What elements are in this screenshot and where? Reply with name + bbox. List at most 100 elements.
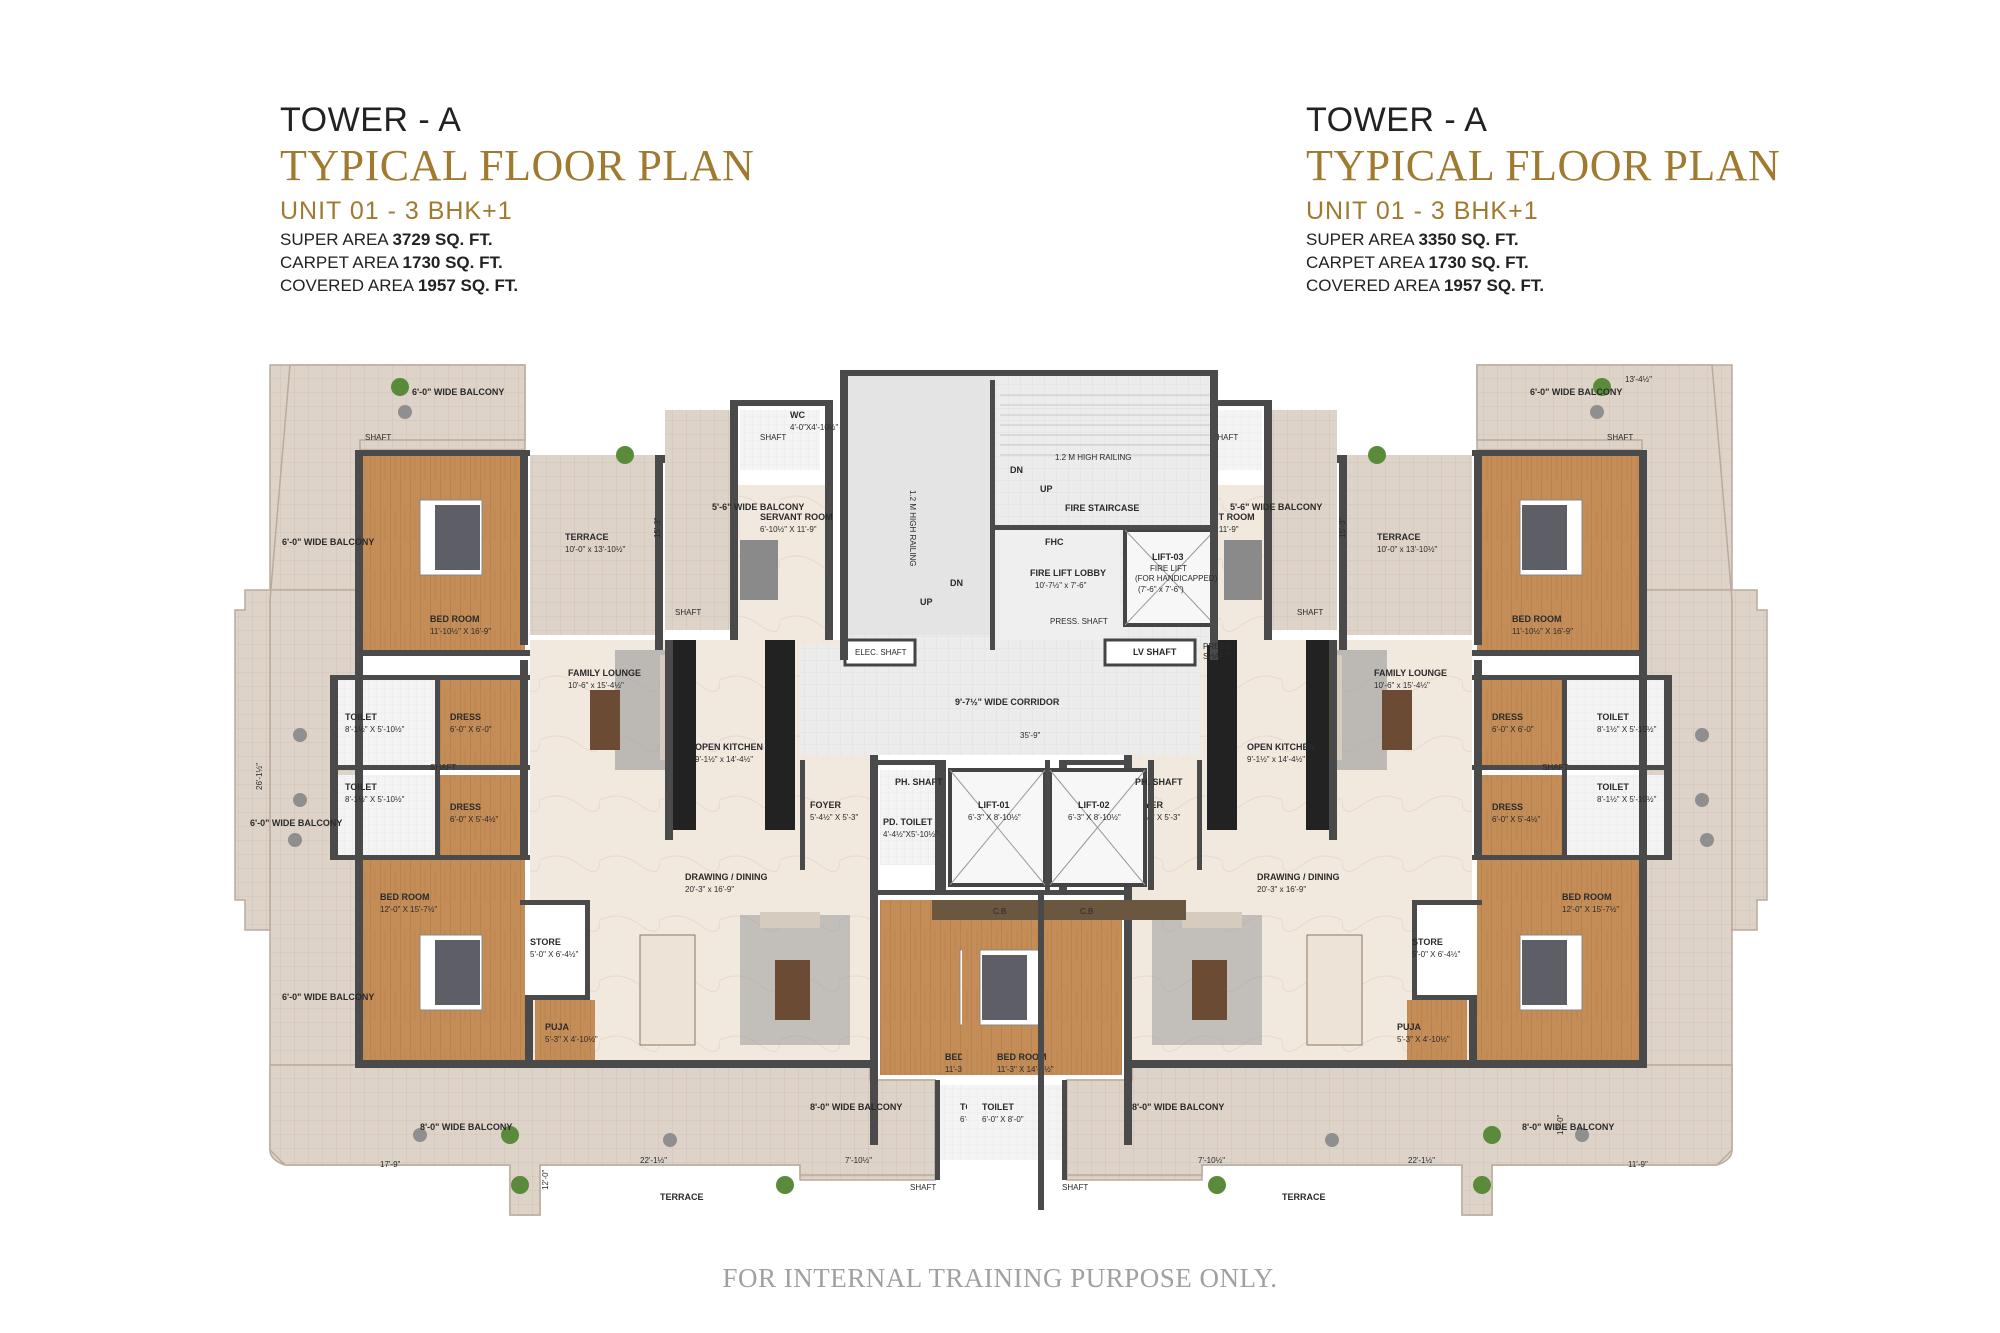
toilet-3-floor xyxy=(967,1085,1062,1160)
cb-strip xyxy=(1049,900,1186,920)
room-dim: 6'-0" X 5'-4½" xyxy=(450,815,498,824)
room-name: TOILET xyxy=(982,1102,1014,1112)
room-dim: 5'-0" X 6'-4½" xyxy=(1412,950,1460,959)
wall xyxy=(1474,450,1482,645)
lift-03-sub2: (FOR HANDICAPPED) xyxy=(1135,574,1218,583)
dress-2-floor xyxy=(1477,775,1562,855)
press-shaft-label: PRESS. SHAFT xyxy=(1050,617,1108,626)
dn-label: DN xyxy=(950,578,963,588)
shaft-label: SHAFT xyxy=(430,763,456,772)
wall xyxy=(875,760,940,765)
top-terrace xyxy=(1342,455,1472,635)
kitchen-counter xyxy=(1207,640,1237,830)
wall xyxy=(1062,760,1127,765)
wall xyxy=(1124,1065,1132,1145)
plant-icon xyxy=(501,1126,519,1144)
servant-bed xyxy=(1224,540,1262,600)
corridor-dim: 35'-9" xyxy=(1020,731,1041,740)
room-label-toilet2: TOILET 8'-1½" X 5'-10½" xyxy=(1597,782,1657,804)
utility-balcony xyxy=(1272,410,1337,630)
wall xyxy=(1412,900,1417,1000)
shaft-label: SHAFT xyxy=(1542,763,1568,772)
room-name: 5'-6" WIDE BALCONY xyxy=(1230,502,1322,512)
covered-area: COVERED AREA 1957 SQ. FT. xyxy=(280,274,754,297)
room-dim: 10'-0" x 13'-10½" xyxy=(565,545,625,554)
shaft-text: SHAFT xyxy=(1062,1183,1088,1192)
room-name: OPEN KITCHEN xyxy=(1247,742,1315,752)
header-right: TOWER - A TYPICAL FLOOR PLAN UNIT 01 - 3… xyxy=(1306,100,1780,297)
toilet-2-floor xyxy=(1562,775,1667,855)
wall xyxy=(1474,660,1482,860)
wall xyxy=(655,455,663,650)
dim-bottom-right: 11'-9" xyxy=(1628,1160,1648,1169)
dim-bottom-small-r: 7'-10½" xyxy=(1198,1156,1225,1165)
room-name: OPEN KITCHEN xyxy=(695,742,763,752)
shaft-text: SHAFT xyxy=(1297,608,1323,617)
wall xyxy=(355,450,530,456)
wall xyxy=(1472,675,1672,680)
shaft-label: SHAFT xyxy=(365,433,391,442)
room-name: BED ROOM xyxy=(997,1052,1047,1062)
wall xyxy=(1339,455,1347,650)
shaft-label: SHAFT xyxy=(910,1183,936,1192)
lift-02-dim: 6'-3" X 8'-10½" xyxy=(1068,813,1121,822)
carpet-area-label: CARPET AREA xyxy=(280,253,398,272)
room-name: FOYER xyxy=(1132,800,1164,810)
store-floor xyxy=(1417,905,1477,995)
wall xyxy=(1639,450,1647,1065)
lift-03-sub: FIRE LIFT xyxy=(1150,564,1187,573)
lounge-table xyxy=(1382,690,1412,750)
room-dim: 12'-0" X 15'-7½" xyxy=(1562,905,1619,914)
toilet-1-floor xyxy=(335,680,440,765)
room-label-bed2: BED ROOM 12'-0" X 15'-7½" xyxy=(1562,892,1619,914)
room-dim: 5'-3" X 4'-10½" xyxy=(1397,1035,1450,1044)
room-dim: 8'-1½" X 5'-10½" xyxy=(1597,795,1657,804)
dim-bottom-mid-r: 22'-1½" xyxy=(1408,1156,1435,1165)
shaft-label: SHAFT xyxy=(1297,608,1323,617)
room-name: TOILET xyxy=(345,782,377,792)
room-name: TOILET xyxy=(1597,782,1629,792)
room-name: BED ROOM xyxy=(1562,892,1612,902)
wall xyxy=(1337,455,1347,463)
dining-table xyxy=(639,934,696,1046)
ramp-area xyxy=(845,375,995,635)
room-name: 8'-0" WIDE BALCONY xyxy=(420,1122,512,1132)
plant-icon xyxy=(1208,1176,1226,1194)
room-name: TOILET xyxy=(345,712,377,722)
up-label: UP xyxy=(1040,484,1053,494)
room-name: DRAWING / DINING xyxy=(1257,872,1340,882)
living-sofa xyxy=(760,912,820,928)
shaft-text: SHAFT xyxy=(910,1183,936,1192)
room-name: FAMILY LOUNGE xyxy=(1374,668,1447,678)
room-name: 6'-0" WIDE BALCONY xyxy=(412,387,504,397)
kitchen-counter xyxy=(1306,640,1332,830)
bed-cover xyxy=(982,955,1027,1020)
room-label-balc-8a: 8'-0" WIDE BALCONY xyxy=(1522,1122,1614,1132)
shaft-label: SHAFT xyxy=(675,608,701,617)
dimension-labels: 26'-1½" 17'-9" 22'-1½" 7'-10½" 7'-10½" 2… xyxy=(255,375,1652,1190)
wall xyxy=(730,400,830,406)
carpet-area-value: 1730 SQ. FT. xyxy=(1428,253,1529,272)
wall xyxy=(435,675,440,860)
toilet-1-floor xyxy=(1562,680,1667,765)
chair-icon xyxy=(1575,1128,1589,1142)
wall xyxy=(1562,675,1567,860)
carpet-area: CARPET AREA 1730 SQ. FT. xyxy=(1306,251,1780,274)
wall xyxy=(330,765,530,770)
plant-icon xyxy=(1368,446,1386,464)
dim-bottom-left: 17'-9" xyxy=(380,1160,401,1169)
bed-cover xyxy=(435,940,480,1005)
room-name: TERRACE xyxy=(660,1192,704,1202)
dress-1-floor xyxy=(440,680,525,765)
room-name: 6'-0" WIDE BALCONY xyxy=(282,992,374,1002)
bed-cover xyxy=(1522,505,1567,570)
